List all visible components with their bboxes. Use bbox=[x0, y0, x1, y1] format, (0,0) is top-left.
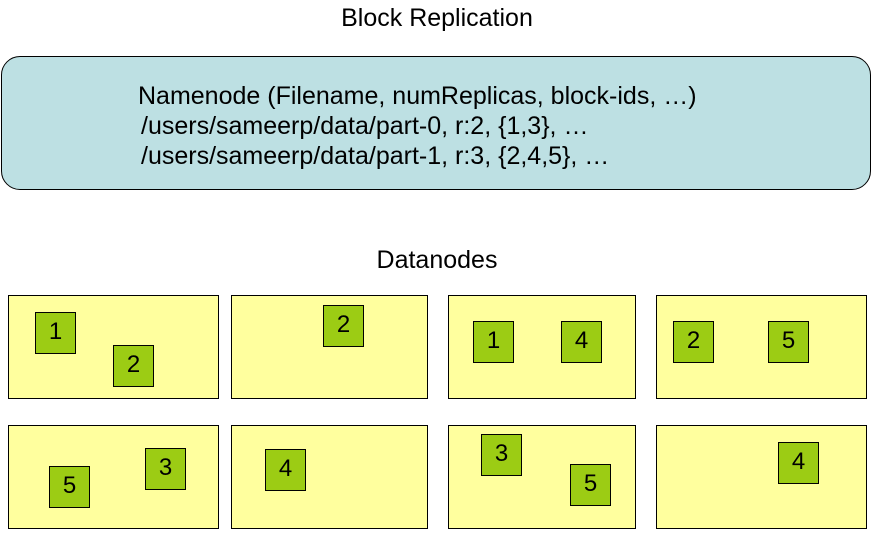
block-replica-3[interactable]: 3 bbox=[145, 448, 186, 490]
block-replica-4[interactable]: 4 bbox=[561, 321, 602, 363]
block-replica-2[interactable]: 2 bbox=[113, 345, 154, 387]
block-replica-1[interactable]: 1 bbox=[35, 312, 76, 354]
page-title: Block Replication bbox=[341, 4, 533, 32]
namenode-line-part-1: /users/sameerp/data/part-1, r:3, {2,4,5}… bbox=[141, 142, 610, 170]
block-replica-2[interactable]: 2 bbox=[673, 321, 714, 363]
datanodes-section-label: Datanodes bbox=[376, 246, 498, 274]
block-replica-5[interactable]: 5 bbox=[49, 466, 90, 508]
block-replica-4[interactable]: 4 bbox=[265, 449, 306, 491]
datanode-6[interactable]: 4 bbox=[231, 425, 428, 529]
namenode-line-part-0: /users/sameerp/data/part-0, r:2, {1,3}, … bbox=[141, 112, 589, 140]
datanode-8[interactable]: 4 bbox=[656, 425, 867, 529]
block-replica-2[interactable]: 2 bbox=[323, 305, 364, 347]
namenode-box: Namenode (Filename, numReplicas, block-i… bbox=[1, 56, 871, 190]
namenode-metadata-text: Namenode (Filename, numReplicas, block-i… bbox=[138, 81, 697, 171]
block-replica-4[interactable]: 4 bbox=[778, 442, 819, 484]
namenode-line-header: Namenode (Filename, numReplicas, block-i… bbox=[138, 82, 697, 110]
block-replica-1[interactable]: 1 bbox=[473, 321, 514, 363]
datanode-2[interactable]: 2 bbox=[231, 295, 428, 399]
block-replica-5[interactable]: 5 bbox=[768, 321, 809, 363]
block-replica-5[interactable]: 5 bbox=[570, 464, 611, 506]
block-replica-3[interactable]: 3 bbox=[481, 434, 522, 476]
